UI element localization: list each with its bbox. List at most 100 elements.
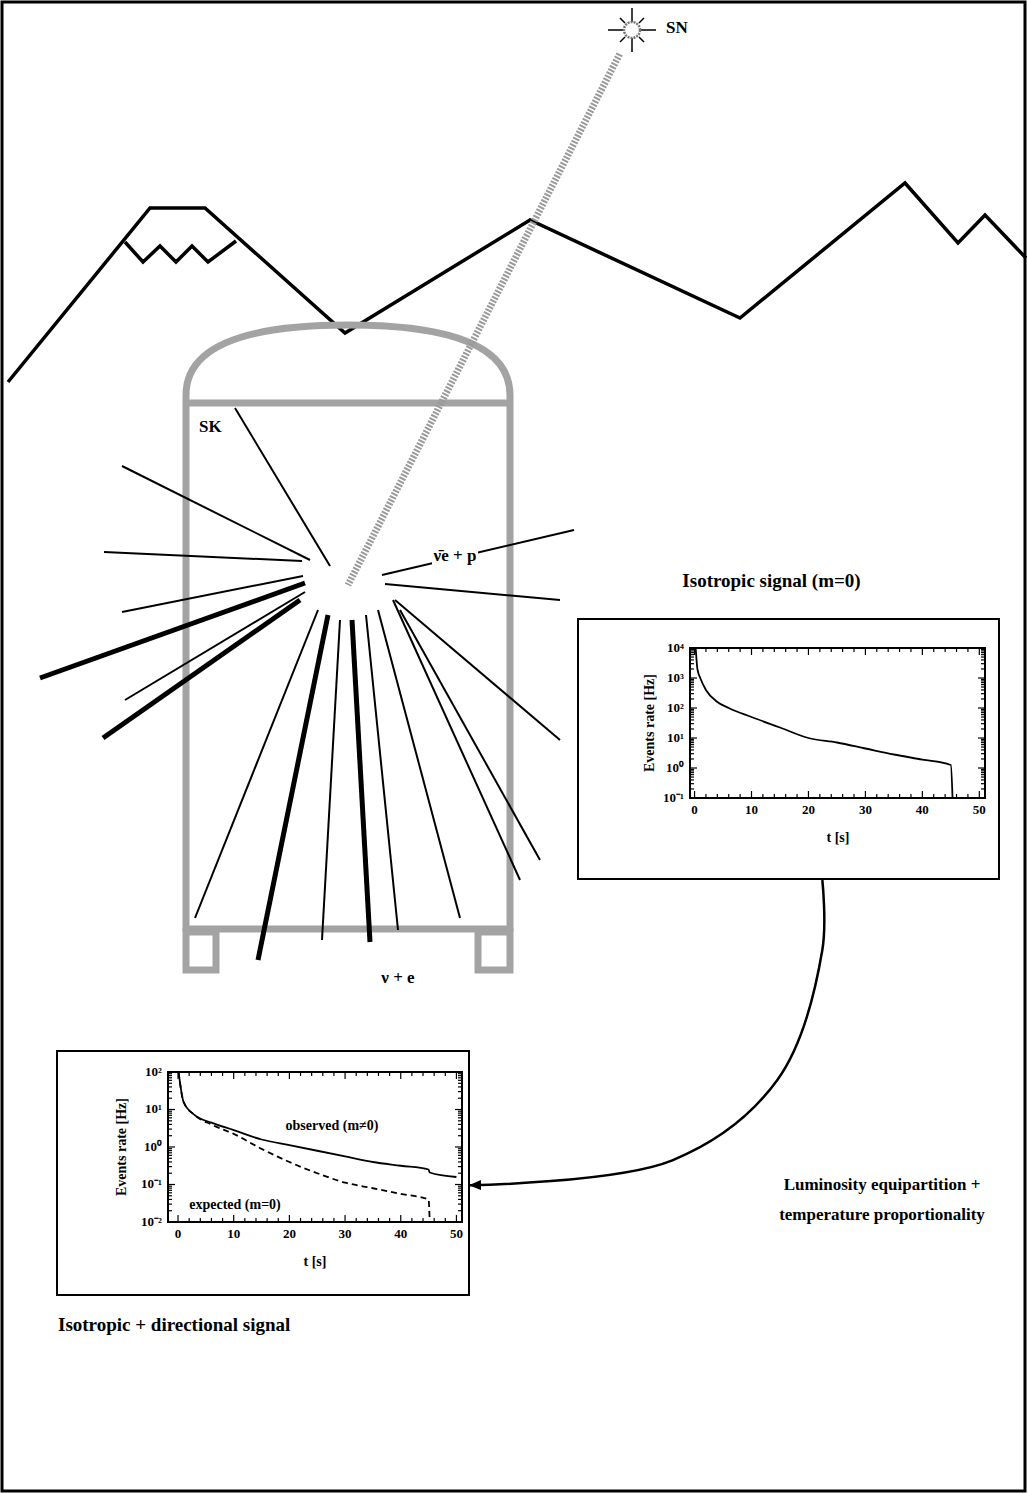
star-core <box>624 22 640 38</box>
axis-tick <box>322 1072 323 1076</box>
axis-tick <box>233 1072 234 1079</box>
axis-tick <box>981 684 985 685</box>
axis-tick <box>981 686 985 687</box>
axis-label: t [s] <box>304 1254 327 1270</box>
axis-tick <box>244 1218 245 1222</box>
axis-tick <box>690 749 694 750</box>
axis-tick <box>690 682 694 683</box>
axis-tick <box>910 794 911 798</box>
axis-tick <box>458 1152 462 1153</box>
axis-tick <box>168 1190 172 1191</box>
axis-tick <box>168 1161 172 1162</box>
axis-tick <box>690 779 694 780</box>
axis-tick <box>278 1218 279 1222</box>
axis-tick <box>278 1072 279 1076</box>
axis-tick <box>690 797 697 798</box>
axis-tick <box>690 770 694 771</box>
axis-tick <box>378 1218 379 1222</box>
axis-tick <box>981 656 985 657</box>
axis-tick <box>422 1218 423 1222</box>
axis-tick <box>400 1072 401 1079</box>
axis-tick <box>865 648 866 655</box>
tank-top-band <box>186 400 510 407</box>
axis-tick <box>690 769 694 770</box>
node-label: Isotropic + directional signal <box>58 1314 290 1336</box>
axis-tick <box>322 1218 323 1222</box>
axis-tick <box>378 1072 379 1076</box>
axis-label: 0 <box>175 1227 182 1242</box>
cherenkov-ray <box>40 583 305 678</box>
axis-tick <box>411 1218 412 1222</box>
axis-label: 10⁻¹ <box>141 1177 162 1192</box>
axis-tick <box>168 1075 172 1076</box>
axis-label: 50 <box>973 803 986 818</box>
axis-tick <box>458 1166 462 1167</box>
axis-tick <box>458 1113 462 1114</box>
tank-wall <box>186 325 510 932</box>
axis-tick <box>981 663 985 664</box>
axis-tick <box>690 744 694 745</box>
axis-tick <box>211 1218 212 1222</box>
cherenkov-ray <box>235 408 330 566</box>
axis-tick <box>168 1210 172 1211</box>
axis-label: 10⁻² <box>141 1215 162 1230</box>
axis-tick <box>853 794 854 798</box>
axis-tick <box>690 737 697 738</box>
cherenkov-ray <box>104 552 302 561</box>
axis-tick <box>168 1188 172 1189</box>
axis-tick <box>831 794 832 798</box>
axis-tick <box>458 1077 462 1078</box>
snow-cap <box>125 241 236 262</box>
axis-tick <box>831 648 832 652</box>
axis-tick <box>705 648 706 652</box>
axis-tick <box>311 1072 312 1076</box>
axis-tick <box>168 1111 172 1112</box>
axis-tick <box>690 758 694 759</box>
axis-tick <box>690 774 694 775</box>
axis-tick <box>168 1152 172 1153</box>
axis-tick <box>910 648 911 652</box>
axis-tick <box>978 707 985 708</box>
axis-tick <box>458 1117 462 1118</box>
star-spike <box>620 37 625 42</box>
axis-tick <box>389 1218 390 1222</box>
axis-tick <box>458 1091 462 1092</box>
axis-tick <box>740 794 741 798</box>
axis-tick <box>168 1073 172 1074</box>
axis-tick <box>455 1184 462 1185</box>
cherenkov-ray <box>393 600 520 880</box>
axis-tick <box>168 1192 172 1193</box>
axis-tick <box>981 753 985 754</box>
axis-tick <box>356 1218 357 1222</box>
axis-tick <box>458 1155 462 1156</box>
axis-tick <box>189 1218 190 1222</box>
cherenkov-ray <box>352 620 370 942</box>
tank-foot <box>478 932 510 970</box>
axis-tick <box>168 1077 172 1078</box>
axis-tick <box>981 739 985 740</box>
axis-tick <box>445 1072 446 1076</box>
axis-tick <box>751 648 752 655</box>
axis-tick <box>774 794 775 798</box>
axis-tick <box>967 794 968 798</box>
axis-tick <box>796 794 797 798</box>
edge-label: Luminosity equipartition + temperature p… <box>757 1170 1007 1230</box>
axis-tick <box>796 648 797 652</box>
axis-tick <box>888 648 889 652</box>
cherenkov-ray <box>382 530 574 575</box>
axis-tick <box>981 719 985 720</box>
axis-tick <box>690 719 694 720</box>
axis-tick <box>222 1072 223 1076</box>
cherenkov-ray <box>258 615 328 960</box>
axis-tick <box>690 739 694 740</box>
axis-tick <box>267 1218 268 1222</box>
axis-tick <box>690 709 694 710</box>
axis-tick <box>808 791 809 798</box>
axis-tick <box>981 723 985 724</box>
star-spike <box>639 18 644 23</box>
axis-tick <box>981 693 985 694</box>
axis-tick <box>168 1091 172 1092</box>
axis-tick <box>690 652 694 653</box>
